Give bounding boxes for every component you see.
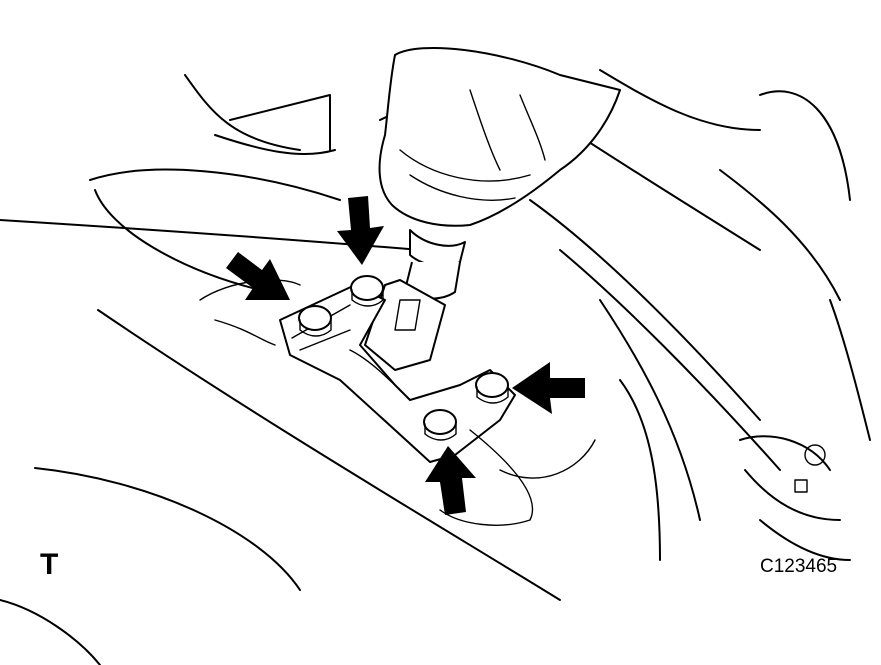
view-code-label: T — [40, 548, 59, 581]
bolt-lower-center — [423, 409, 457, 441]
bolt-group — [298, 275, 509, 441]
callout-arrows — [226, 196, 585, 515]
figure-id-label: C123465 — [760, 556, 838, 577]
shift-lever-assembly — [364, 47, 621, 371]
bolt-lower-right — [475, 372, 509, 404]
arrow-left-icon — [512, 362, 585, 414]
arrow-up-icon — [425, 446, 476, 515]
bolt-upper-center — [350, 275, 384, 307]
bolt-upper-left — [298, 305, 332, 337]
arrow-down-icon — [337, 196, 384, 265]
arrow-right-icon — [226, 252, 290, 300]
